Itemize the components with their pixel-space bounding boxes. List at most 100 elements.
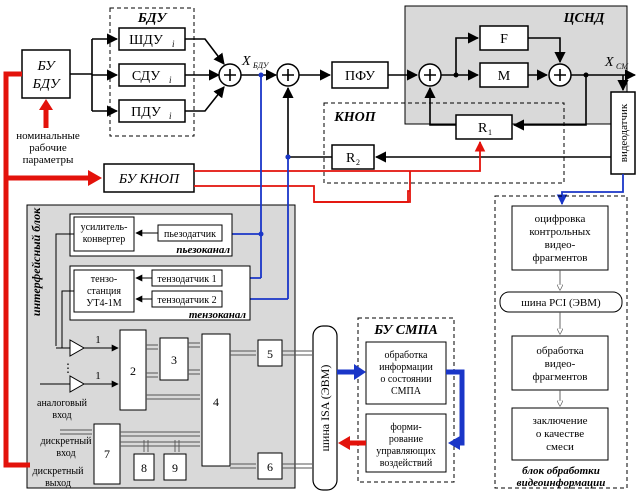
sdu-sub: i — [169, 75, 172, 85]
summer-2 — [276, 63, 300, 87]
smpa-info-1: информации — [379, 362, 433, 373]
analog-input-2: вход — [52, 410, 71, 421]
smpa-info-box: обработка информации о состоянии СМПА — [365, 341, 447, 405]
pdu-label: ПДУ — [131, 105, 161, 120]
block-2: 2 — [119, 329, 147, 411]
block-6-label: 6 — [267, 460, 273, 474]
block-8: 8 — [133, 453, 155, 481]
conclusion-box: заключение о качестве смеси — [511, 407, 609, 461]
x-bdu-sub: БДУ — [252, 61, 270, 70]
x-sm-sub: СМ — [616, 62, 629, 71]
block-5: 5 — [257, 339, 283, 367]
concl-1: о качестве — [536, 428, 584, 440]
block-3-label: 3 — [171, 353, 177, 367]
internal-bus-lines — [60, 342, 312, 469]
pdu-box: ПДУ i — [118, 99, 186, 123]
concl-0: заключение — [533, 415, 588, 427]
smpa-info-2: о состоянии — [380, 374, 432, 385]
bu-knop-box: БУ КНОП — [103, 163, 195, 193]
sdu-box: СДУ i — [118, 63, 186, 87]
video-block-group — [494, 195, 628, 489]
csnd-title: ЦСНД — [563, 11, 605, 26]
interface-title: интерфейсный блок — [29, 207, 43, 316]
block-4-label: 4 — [213, 395, 219, 409]
block-7: 7 — [93, 423, 121, 485]
knop-group — [323, 102, 565, 184]
red-feed-line — [3, 71, 30, 468]
pfu-label: ПФУ — [345, 69, 375, 84]
bu-bdu-box: БУ БДУ — [21, 49, 71, 99]
block-5-label: 5 — [267, 347, 273, 361]
concl-2: смеси — [546, 441, 574, 453]
tenzo-sensor-1-box: тензодатчик 1 — [151, 269, 223, 287]
m-label: M — [498, 69, 511, 84]
x-bdu-label: X — [241, 54, 251, 69]
tenzo-channel-label: тензоканал — [189, 309, 246, 321]
video-sensor-label: видеодатчик — [618, 103, 630, 162]
block-7-label: 7 — [104, 447, 110, 461]
amp-dots: ⋮ — [62, 361, 74, 375]
bdu-title: БДУ — [137, 11, 169, 26]
pdu-sub: i — [169, 111, 172, 121]
block-6: 6 — [257, 452, 283, 480]
smpa-info-0: обработка — [385, 350, 429, 361]
digitize-box: оцифровка контрольных видео- фрагментов — [511, 205, 609, 271]
tenzo-sensor-2-label: тензодатчик 2 — [157, 295, 216, 306]
block-4: 4 — [201, 333, 231, 467]
sdu-label: СДУ — [132, 69, 160, 84]
csnd-summer-out — [548, 63, 572, 87]
video-block-title-1: блок обработки — [522, 465, 600, 477]
vproc-2: фрагментов — [533, 371, 588, 383]
video-block-title-2: видеоинформации — [517, 477, 606, 489]
disc-out-1: дискретный — [33, 466, 85, 477]
r1-sub: 1 — [488, 128, 492, 137]
amp-line1: усилитель- — [81, 222, 128, 233]
disc-out-2: выход — [45, 478, 71, 489]
piezo-sensor-box: пьезодатчик — [157, 224, 223, 242]
bu-bdu-line1: БУ — [36, 59, 56, 74]
amp-line2: конвертер — [83, 234, 125, 245]
pci-bus: шина PCI (ЭВМ) — [499, 291, 623, 313]
bu-smpa-title: БУ СМПА — [373, 323, 438, 338]
bu-knop-label: БУ КНОП — [118, 172, 180, 187]
vproc-1: видео- — [545, 358, 576, 370]
shdu-label: ШДУ — [129, 33, 163, 48]
bu-smpa-group — [357, 317, 455, 483]
smpa-ctrl-0: форми- — [390, 422, 421, 433]
isa-bus-label: шина ISA (ЭВМ) — [318, 365, 332, 452]
digitize-1: контрольных — [529, 226, 591, 238]
disc-in-2: вход — [56, 448, 75, 459]
smpa-control-box: форми- рование управляющих воздействий — [365, 413, 447, 473]
block-9: 9 — [163, 453, 187, 481]
r2-sub: 2 — [356, 158, 360, 167]
smpa-ctrl-3: воздействий — [380, 458, 433, 469]
pfu-box: ПФУ — [331, 61, 389, 89]
vproc-0: обработка — [536, 345, 583, 357]
nominal-line2: рабочие — [29, 142, 67, 154]
knop-title: КНОП — [333, 110, 376, 125]
piezo-sensor-label: пьезодатчик — [164, 229, 216, 240]
amp-1-num: 1 — [95, 334, 101, 346]
r2-label: R — [346, 151, 356, 166]
tenzo-station-box: тензо- станция УТ4-1М — [73, 269, 135, 313]
x-sm-label: X — [604, 55, 614, 70]
m-box: M — [479, 62, 529, 88]
amp-2-num: 1 — [95, 370, 101, 382]
shdu-sub: i — [172, 39, 175, 49]
csnd-summer-in — [418, 63, 442, 87]
block-9-label: 9 — [172, 461, 178, 475]
smpa-ctrl-1: рование — [389, 434, 424, 445]
pci-bus-label: шина PCI (ЭВМ) — [521, 297, 601, 309]
video-processing-box: обработка видео- фрагментов — [511, 335, 609, 391]
shdu-box: ШДУ i — [118, 27, 186, 51]
block-2-label: 2 — [130, 364, 136, 378]
digitize-0: оцифровка — [535, 213, 586, 225]
r2-box: R 2 — [331, 144, 375, 170]
smpa-info-3: СМПА — [391, 386, 422, 397]
smpa-ctrl-2: управляющих — [376, 446, 436, 457]
tenzo-sensor-1-label: тензодатчик 1 — [157, 274, 216, 285]
disc-in-1: дискретный — [41, 436, 93, 447]
summer-1 — [218, 63, 242, 87]
tenzo-station-2: станция — [87, 286, 121, 297]
